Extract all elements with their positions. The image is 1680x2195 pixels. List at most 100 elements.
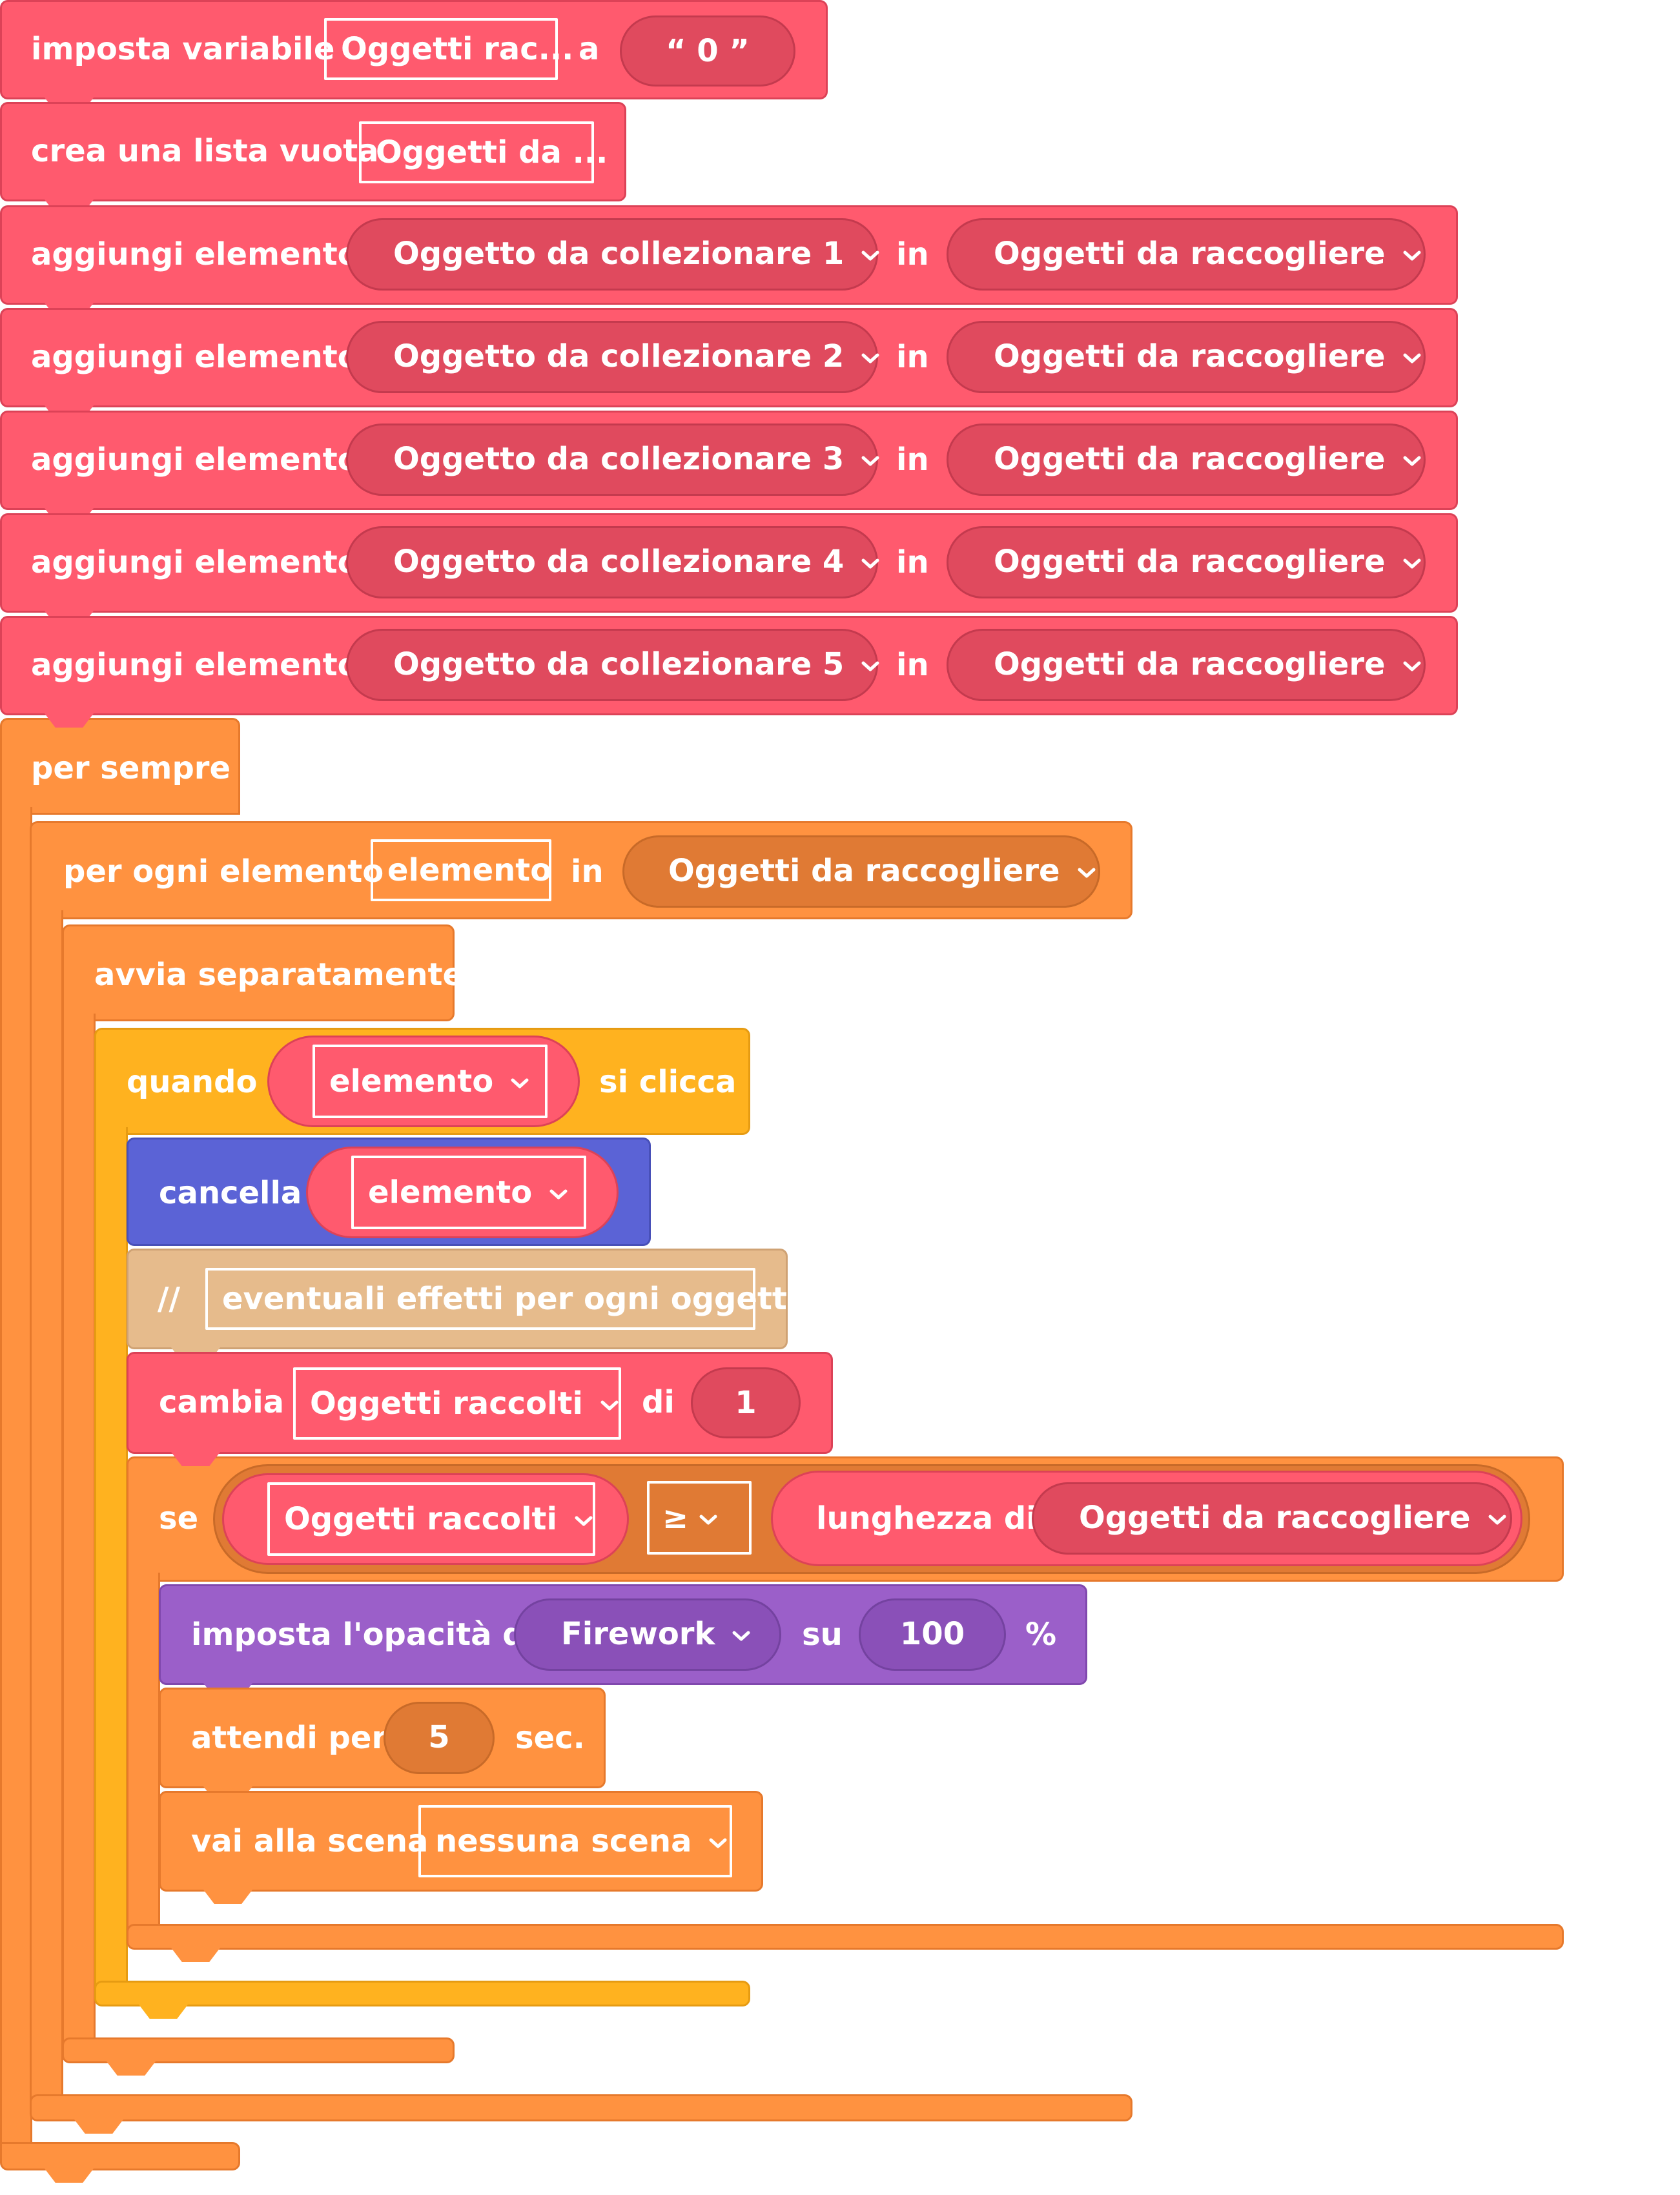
delete-target-value: elemento [368,1174,533,1210]
if-left-reporter[interactable] [222,1473,629,1565]
forever-block[interactable] [0,718,240,815]
wait-value-input[interactable]: 5 [384,1702,495,1774]
forever-arm [0,807,32,2150]
run-separately-bottom [62,2037,455,2076]
change-var-value: Oggetti raccolti [310,1385,583,1422]
set-opacity-to-label: su [802,1617,843,1653]
chevron-down-icon [600,1400,619,1411]
change-var-dropdown[interactable]: Oggetti raccolti [293,1367,621,1440]
chevron-down-icon [1402,352,1422,364]
add-item-object-dropdown[interactable]: Oggetto da collezionare 1 [346,218,880,291]
add-item-object-value: Oggetto da collezionare 2 [393,338,845,374]
set-opacity-value-input[interactable]: 100 [859,1598,1006,1671]
add-item-list-dropdown[interactable]: Oggetti da raccogliere [947,218,1426,291]
chevron-down-icon [549,1189,568,1200]
comment-text-field[interactable]: eventuali effetti per ogni oggetto [205,1268,808,1330]
set-variable-label: imposta variabile [31,31,335,67]
set-opacity-target-value: Firework [561,1616,715,1652]
chevron-down-icon [861,455,880,467]
add-item-label: aggiungi elemento [31,339,359,375]
set-opacity-target-dropdown[interactable]: Firework [514,1598,781,1671]
goto-scene-label: vai alla scena [191,1823,429,1859]
add-item-label: aggiungi elemento [31,442,359,478]
wait-label: attendi per [191,1720,387,1756]
goto-scene-value: nessuna scena [435,1823,692,1859]
add-item-list-value: Oggetti da raccogliere [994,646,1386,682]
set-opacity-label: imposta l'opacità di [191,1617,536,1653]
chevron-down-icon [1402,660,1422,672]
change-label: cambia [159,1384,285,1420]
if-arm [127,1573,160,1934]
chevron-down-icon [861,250,880,261]
chevron-down-icon [699,1514,718,1526]
change-value-input[interactable]: 1 [691,1367,801,1438]
run-separately-block[interactable] [62,924,455,1021]
add-item-label: aggiungi elemento [31,544,359,580]
comment-block[interactable] [127,1249,788,1362]
add-item-in-label: in [896,339,929,375]
chevron-down-icon [1402,455,1422,467]
comment-prefix: // [158,1281,181,1317]
when-clicked-target-dropdown[interactable]: elemento [312,1045,548,1118]
add-item-in-label: in [896,236,929,272]
add-item-list-value: Oggetti da raccogliere [994,441,1386,477]
run-separately-label: avvia separatamente [94,957,464,993]
goto-scene-block[interactable] [159,1791,763,1904]
create-list-var-field[interactable]: Oggetti da ... [359,121,608,183]
wait-unit: sec. [515,1720,585,1756]
chevron-down-icon [1488,1514,1507,1526]
add-item-label: aggiungi elemento [31,647,359,683]
add-item-list-dropdown[interactable]: Oggetti da raccogliere [947,526,1426,598]
change-by-label: di [642,1384,675,1420]
if-label: se [159,1500,199,1536]
when-clicked-suffix: si clicca [599,1064,737,1100]
set-opacity-unit: % [1025,1617,1057,1653]
chevron-down-icon [861,660,880,672]
add-item-list-dropdown[interactable]: Oggetti da raccogliere [947,629,1426,701]
wait-block[interactable] [159,1688,606,1801]
chevron-down-icon [732,1630,751,1642]
if-operator-value: ≥ [662,1500,689,1536]
add-item-object-dropdown[interactable]: Oggetto da collezionare 5 [346,629,880,701]
list-length-label: lunghezza di [816,1500,1037,1536]
add-item-in-label: in [896,544,929,580]
chevron-down-icon [510,1077,529,1089]
for-each-label: per ogni elemento [63,853,384,890]
list-length-list-dropdown[interactable]: Oggetti da raccogliere [1032,1482,1512,1555]
forever-label: per sempre [31,750,231,786]
add-item-list-dropdown[interactable]: Oggetti da raccogliere [947,424,1426,496]
add-item-object-value: Oggetto da collezionare 3 [393,441,845,477]
if-left-dropdown[interactable]: Oggetti raccolti [267,1482,595,1556]
when-clicked-label: quando [127,1064,258,1100]
chevron-down-icon [861,558,880,569]
set-variable-var-field[interactable]: Oggetti rac... [324,18,573,80]
create-list-label: crea una lista vuota [31,133,379,169]
chevron-down-icon [574,1515,593,1527]
add-item-list-value: Oggetti da raccogliere [994,338,1386,374]
for-each-var-field[interactable]: elemento [371,839,551,901]
add-item-list-value: Oggetti da raccogliere [994,236,1386,272]
chevron-down-icon [1077,867,1096,879]
add-item-object-value: Oggetto da collezionare 1 [393,236,845,272]
create-list-block[interactable] [0,102,626,214]
delete-target-dropdown[interactable]: elemento [351,1156,586,1229]
for-each-list-value: Oggetti da raccogliere [668,853,1060,889]
if-bottom [127,1924,1564,1962]
chevron-down-icon [1402,250,1422,261]
set-variable-value-input[interactable]: “ 0 ” [620,15,795,87]
add-item-object-dropdown[interactable]: Oggetto da collezionare 3 [346,424,880,496]
add-item-in-label: in [896,647,929,683]
forever-bottom [0,2142,240,2183]
add-item-list-dropdown[interactable]: Oggetti da raccogliere [947,321,1426,393]
for-each-list-dropdown[interactable]: Oggetti da raccogliere [622,835,1100,908]
when-clicked-target-value: elemento [329,1063,494,1099]
delete-label: cancella [159,1175,302,1211]
for-each-in-label: in [571,853,604,890]
for-each-arm [30,910,63,2105]
add-item-object-value: Oggetto da collezionare 5 [393,646,845,682]
add-item-label: aggiungi elemento [31,236,359,272]
if-operator-dropdown[interactable]: ≥ [647,1481,752,1555]
add-item-object-dropdown[interactable]: Oggetto da collezionare 4 [346,526,880,598]
add-item-object-dropdown[interactable]: Oggetto da collezionare 2 [346,321,879,393]
goto-scene-dropdown[interactable]: nessuna scena [418,1805,732,1877]
